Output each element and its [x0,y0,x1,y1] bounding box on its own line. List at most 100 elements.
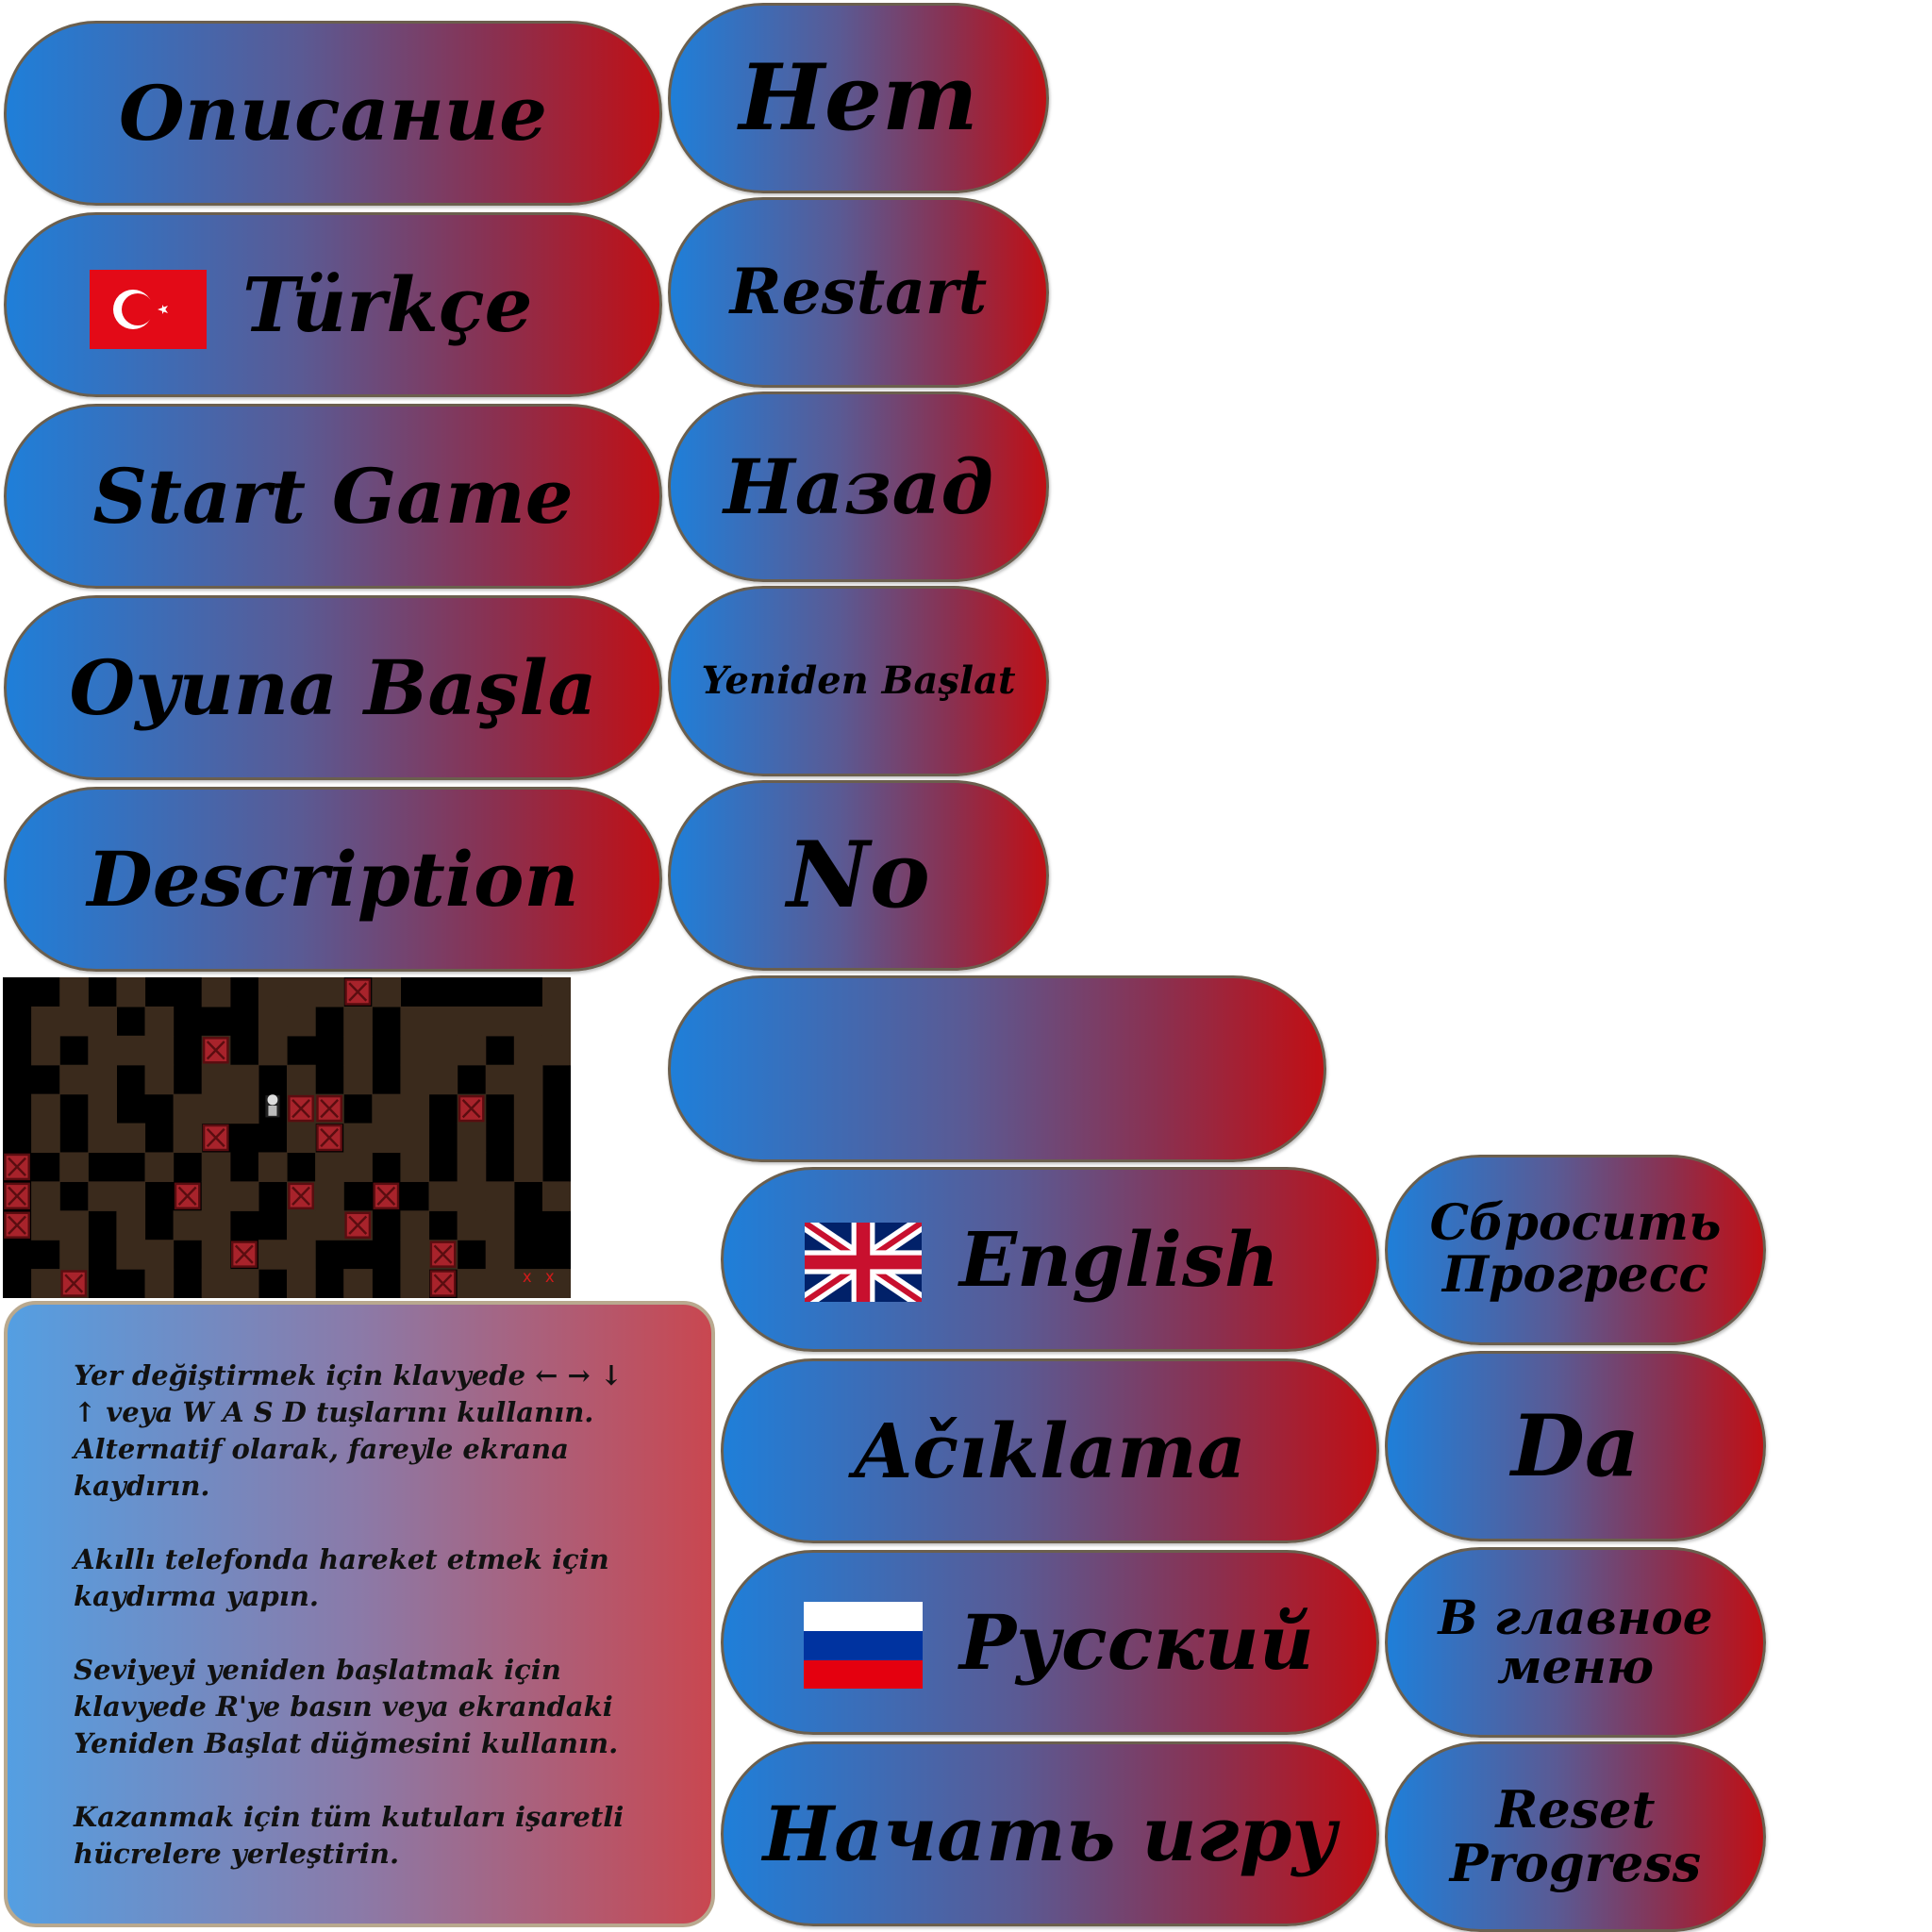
da-label: Da [1510,1395,1641,1496]
floor-tile [116,1240,146,1270]
floor-tile [428,1006,458,1037]
floor-tile [372,1123,402,1154]
floor-tile [400,1064,430,1095]
crate-tile [4,1153,30,1181]
floor-tile [287,1123,316,1154]
floor-tile [201,977,231,1008]
floor-tile [201,1269,231,1298]
no-button[interactable]: No [668,780,1049,971]
crate-tile [316,1124,342,1152]
floor-tile [315,1181,344,1211]
oyuna-basla-label: Oyuna Başla [69,643,597,732]
floor-tile [315,1210,344,1241]
sbrosit-progress-button[interactable]: Сбросить Прогресс [1385,1155,1766,1345]
floor-tile [400,1240,430,1270]
floor-tile [513,1269,543,1298]
floor-tile [287,1006,316,1037]
floor-tile [88,1123,118,1154]
floor-tile [287,1240,316,1270]
floor-tile [88,1035,118,1066]
crate-tile [458,1094,485,1123]
turkce-language-button[interactable]: Türkçe [4,212,662,397]
oyuna-basla-button[interactable]: Oyuna Başla [4,595,662,780]
crate-tile [231,1241,258,1268]
floor-tile [400,1006,430,1037]
v-glavnoe-menyu-button[interactable]: В главное меню [1385,1547,1766,1738]
blank-button[interactable] [668,975,1326,1162]
floor-tile [144,1269,175,1298]
floor-tile [144,1006,175,1037]
floor-tile [201,1181,231,1211]
floor-tile [457,1152,487,1182]
floor-tile [116,1035,146,1066]
crate-tile [429,1270,457,1297]
reset-progress-button[interactable]: Reset Progress [1385,1741,1766,1932]
english-language-button[interactable]: English [721,1167,1379,1352]
floor-tile [173,1123,203,1154]
floor-tile [31,1035,60,1066]
floor-tile [31,1006,60,1037]
floor-tile [201,1093,231,1124]
opisanie-button[interactable]: Описание [4,21,662,206]
crates [4,978,485,1297]
floor-tile [400,1035,430,1066]
floor-tile [31,1093,60,1124]
target-marker-1: x [523,1267,532,1286]
floor-tile [287,1210,316,1241]
floor-tile [31,1181,60,1211]
floor-tile [31,1269,60,1298]
floor-tile [457,1181,487,1211]
crate-tile [4,1211,30,1239]
floor-tile [372,1093,402,1124]
floor-tile [541,1006,571,1037]
floor-tile [343,1123,373,1154]
crate-tile [174,1182,201,1210]
floor-tile [201,1064,231,1095]
floor-tile [541,1181,571,1211]
floor-tile [31,1123,60,1154]
floor-tile [287,1269,316,1298]
net-label: Нет [739,43,978,151]
floor-tile [287,1064,316,1095]
uk-flag-icon [805,1223,922,1302]
aciklama-button[interactable]: Ačıklama [721,1358,1379,1543]
floor-tile [31,1210,60,1241]
nazad-button[interactable]: Назад [668,391,1049,582]
floor-tile [59,1006,89,1037]
yeniden-baslat-label: Yeniden Başlat [701,658,1016,703]
floor-tile [372,977,402,1008]
floor-tile [258,977,288,1008]
floor-tile [400,1123,430,1154]
crate-tile [202,1037,229,1064]
target-marker-2: x [545,1267,555,1286]
aciklama-label: Ačıklama [854,1407,1246,1495]
turkey-flag-icon [90,270,207,349]
crate-tile [373,1182,400,1210]
description-button[interactable]: Description [4,787,662,972]
da-button[interactable]: Da [1385,1351,1766,1541]
floor-tile [513,1035,543,1066]
crate-tile [344,978,372,1006]
russian-language-button[interactable]: Русский [721,1550,1379,1735]
turkce-label: Türkçe [242,260,533,349]
player-sprite [265,1094,280,1118]
floor-tile [428,1064,458,1095]
start-game-button[interactable]: Start Game [4,404,662,589]
crate-tile [316,1094,342,1123]
floor-tile [88,1181,118,1211]
floor-tile [315,977,344,1008]
yeniden-baslat-button[interactable]: Yeniden Başlat [668,586,1049,776]
floor-tile [88,1006,118,1037]
floor-tile [59,1152,89,1182]
floor-tile [59,977,89,1008]
floor-tile [400,1152,430,1182]
net-button[interactable]: Нет [668,3,1049,193]
restart-label: Restart [729,255,988,329]
restart-button[interactable]: Restart [668,197,1049,388]
nachat-igru-button[interactable]: Начать игру [721,1741,1379,1926]
english-label: English [959,1215,1280,1304]
floor-tile [287,977,316,1008]
floor-tile [485,1240,515,1270]
floor-tile [457,1006,487,1037]
floor-tile [513,1006,543,1037]
